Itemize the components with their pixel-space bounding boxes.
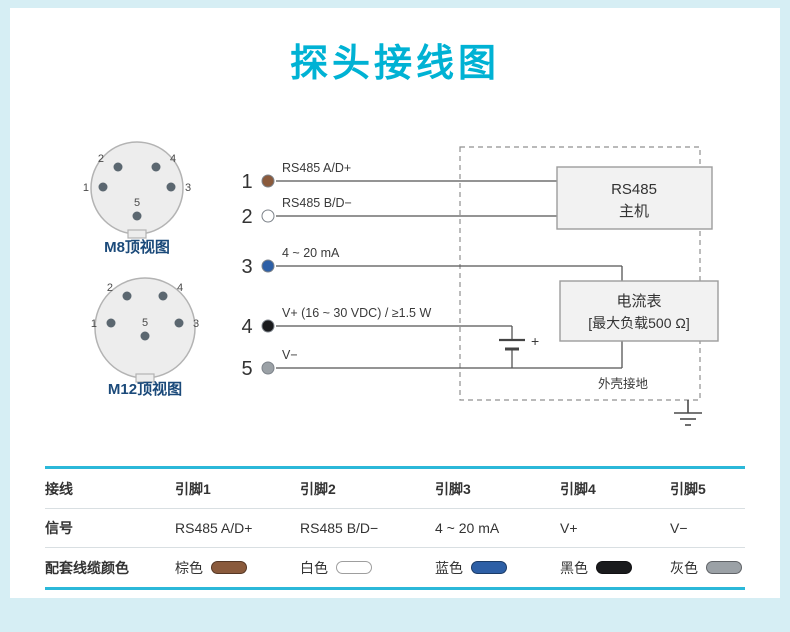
color-cell-pin2: 白色	[300, 558, 435, 578]
color-cell-pin1: 棕色	[175, 558, 300, 578]
m8-pin-dot-2	[113, 162, 123, 172]
wire-dot-brown	[261, 174, 275, 188]
m8-pin-label-5: 5	[134, 197, 140, 209]
pin-table: 接线 引脚1 引脚2 引脚3 引脚4 引脚5 信号 RS485 A/D+ RS4…	[45, 466, 745, 590]
ammeter-label-line1: 电流表	[616, 293, 661, 310]
probe-boundary-dashed-box	[459, 146, 701, 401]
m8-pin-label-3: 3	[185, 182, 191, 194]
m8-pin-label-4: 4	[170, 153, 176, 165]
m12-keying-tab	[135, 373, 155, 383]
table-header-row: 接线 引脚1 引脚2 引脚3 引脚4 引脚5	[45, 469, 745, 508]
color-swatch-gray	[706, 561, 742, 574]
color-swatch-white	[336, 561, 372, 574]
color-swatch-brown	[211, 561, 247, 574]
wire-label: 4 ~ 20 mA	[282, 246, 340, 260]
color-cell-pin5: 灰色	[670, 558, 745, 578]
pin-number: 5	[241, 358, 252, 380]
m8-connector-diagram: 2 4 1 3 5 M8顶视图	[83, 141, 191, 256]
pin-number: 3	[241, 256, 252, 278]
signal-row-label: 信号	[45, 520, 73, 536]
header-wiring: 接线	[45, 480, 73, 497]
m12-pin-label-1: 1	[91, 318, 97, 330]
wire-dot-blue	[261, 259, 275, 273]
m12-caption: M12顶视图	[108, 380, 182, 398]
m12-pin-dot-5	[140, 331, 150, 341]
ammeter-box-frame	[559, 280, 719, 342]
m8-pin-label-2: 2	[98, 153, 104, 165]
wire-label: V+ (16 ~ 30 VDC) / ≥1.5 W	[282, 306, 431, 320]
signal-pin2: RS485 B/D−	[300, 520, 379, 536]
wire-label: V−	[282, 348, 298, 362]
wire-dot-black	[261, 319, 275, 333]
table-signal-row: 信号 RS485 A/D+ RS485 B/D− 4 ~ 20 mA V+ V−	[45, 508, 745, 548]
wire-dot-gray	[261, 361, 275, 375]
m12-pin-label-5: 5	[142, 317, 148, 329]
color-name: 蓝色	[435, 559, 463, 576]
m12-pin-dot-1	[106, 318, 116, 328]
battery-symbol: +	[499, 333, 539, 351]
color-name: 灰色	[670, 559, 698, 576]
ammeter-box: 电流表 [最大负载500 Ω]	[559, 280, 719, 342]
m8-pin-label-1: 1	[83, 182, 89, 194]
header-pin5: 引脚5	[670, 480, 706, 497]
table-color-row: 配套线缆颜色 棕色 白色 蓝色 黑色 灰色	[45, 548, 745, 587]
wire-lines	[276, 180, 623, 369]
pin-number: 4	[241, 316, 252, 338]
m8-pin-dot-5	[132, 211, 142, 221]
wire-row-2: 2 RS485 B/D−	[241, 196, 351, 228]
rs485-host-label-line1: RS485	[611, 181, 657, 198]
color-row-label: 配套线缆颜色	[45, 559, 129, 576]
wire-row-3: 3 4 ~ 20 mA	[241, 246, 340, 278]
color-name: 黑色	[560, 559, 588, 576]
m8-pin-labels: 2 4 1 3 5	[83, 153, 191, 209]
rs485-host-label-line2: 主机	[619, 203, 649, 220]
m8-pin-dots	[98, 162, 176, 221]
m12-connector-diagram: 2 4 1 3 5 M12顶视图	[91, 277, 199, 398]
wire-row-5: 5 V−	[241, 348, 297, 380]
m12-pin-dot-2	[122, 291, 132, 301]
signal-pin5: V−	[670, 520, 688, 536]
header-pin3: 引脚3	[435, 480, 471, 497]
pin-number: 2	[241, 206, 252, 228]
m12-pin-label-3: 3	[193, 318, 199, 330]
page-title: 探头接线图	[289, 43, 500, 85]
signal-pin1: RS485 A/D+	[175, 520, 253, 536]
wire-dot-white	[261, 209, 275, 223]
color-name: 棕色	[175, 559, 203, 576]
color-name: 白色	[300, 559, 328, 576]
m12-pin-label-2: 2	[107, 282, 113, 294]
case-ground: 外壳接地	[598, 376, 702, 426]
m12-pin-dot-3	[174, 318, 184, 328]
color-cell-pin4: 黑色	[560, 558, 670, 578]
m8-pin-dot-3	[166, 182, 176, 192]
ground-label: 外壳接地	[598, 376, 649, 391]
wire-row-4: 4 V+ (16 ~ 30 VDC) / ≥1.5 W	[241, 306, 431, 338]
m12-pin-dots	[106, 291, 184, 341]
signal-pin3: 4 ~ 20 mA	[435, 520, 500, 536]
m12-pin-dot-4	[158, 291, 168, 301]
color-cell-pin3: 蓝色	[435, 558, 560, 578]
m8-pin-dot-4	[151, 162, 161, 172]
pin-number: 1	[241, 171, 252, 193]
wire-row-1: 1 RS485 A/D+	[241, 161, 351, 193]
color-swatch-blue	[471, 561, 507, 574]
color-swatch-black	[596, 561, 632, 574]
header-pin4: 引脚4	[560, 480, 596, 497]
wire-label: RS485 B/D−	[282, 196, 352, 210]
header-pin1: 引脚1	[175, 480, 211, 497]
m8-caption: M8顶视图	[104, 238, 170, 256]
earth-ground-icon	[674, 400, 702, 426]
rs485-host-box-frame	[556, 166, 713, 230]
wire-label: RS485 A/D+	[282, 161, 351, 175]
m12-pin-label-4: 4	[177, 282, 183, 294]
rs485-host-box: RS485 主机	[556, 166, 713, 230]
battery-plus-label: +	[531, 333, 539, 349]
signal-pin4: V+	[560, 520, 578, 536]
m8-pin-dot-1	[98, 182, 108, 192]
m8-keying-tab	[127, 229, 147, 239]
header-pin2: 引脚2	[300, 480, 336, 497]
m12-pin-labels: 2 4 1 3 5	[91, 282, 199, 330]
ammeter-label-line2: [最大负载500 Ω]	[588, 315, 690, 331]
wiring-diagram: + RS485 主机 电流表 [最大负载500 Ω] 外壳接地 1	[83, 141, 719, 426]
